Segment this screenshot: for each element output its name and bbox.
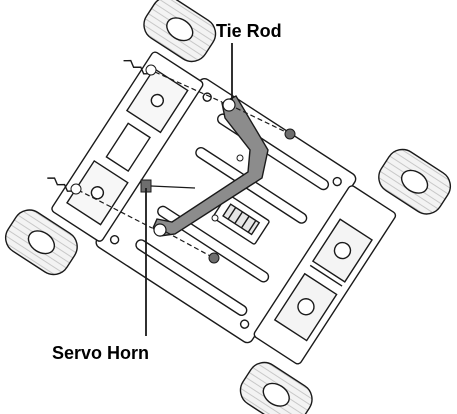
wheel-front-upper (143, 0, 217, 63)
wheel-rear-lower (239, 361, 313, 414)
tie-rod-part (152, 95, 269, 237)
tie-rod-label: Tie Rod (216, 21, 282, 41)
chassis-screws (109, 92, 342, 329)
wheel-front-lower (4, 209, 78, 276)
servo-horn-label: Servo Horn (52, 343, 150, 363)
loose-screws (70, 64, 296, 264)
wheel-rear-upper (378, 148, 452, 215)
assembly-guides (77, 71, 291, 259)
front-suspension (47, 51, 204, 242)
rear-gearbox (253, 185, 397, 365)
